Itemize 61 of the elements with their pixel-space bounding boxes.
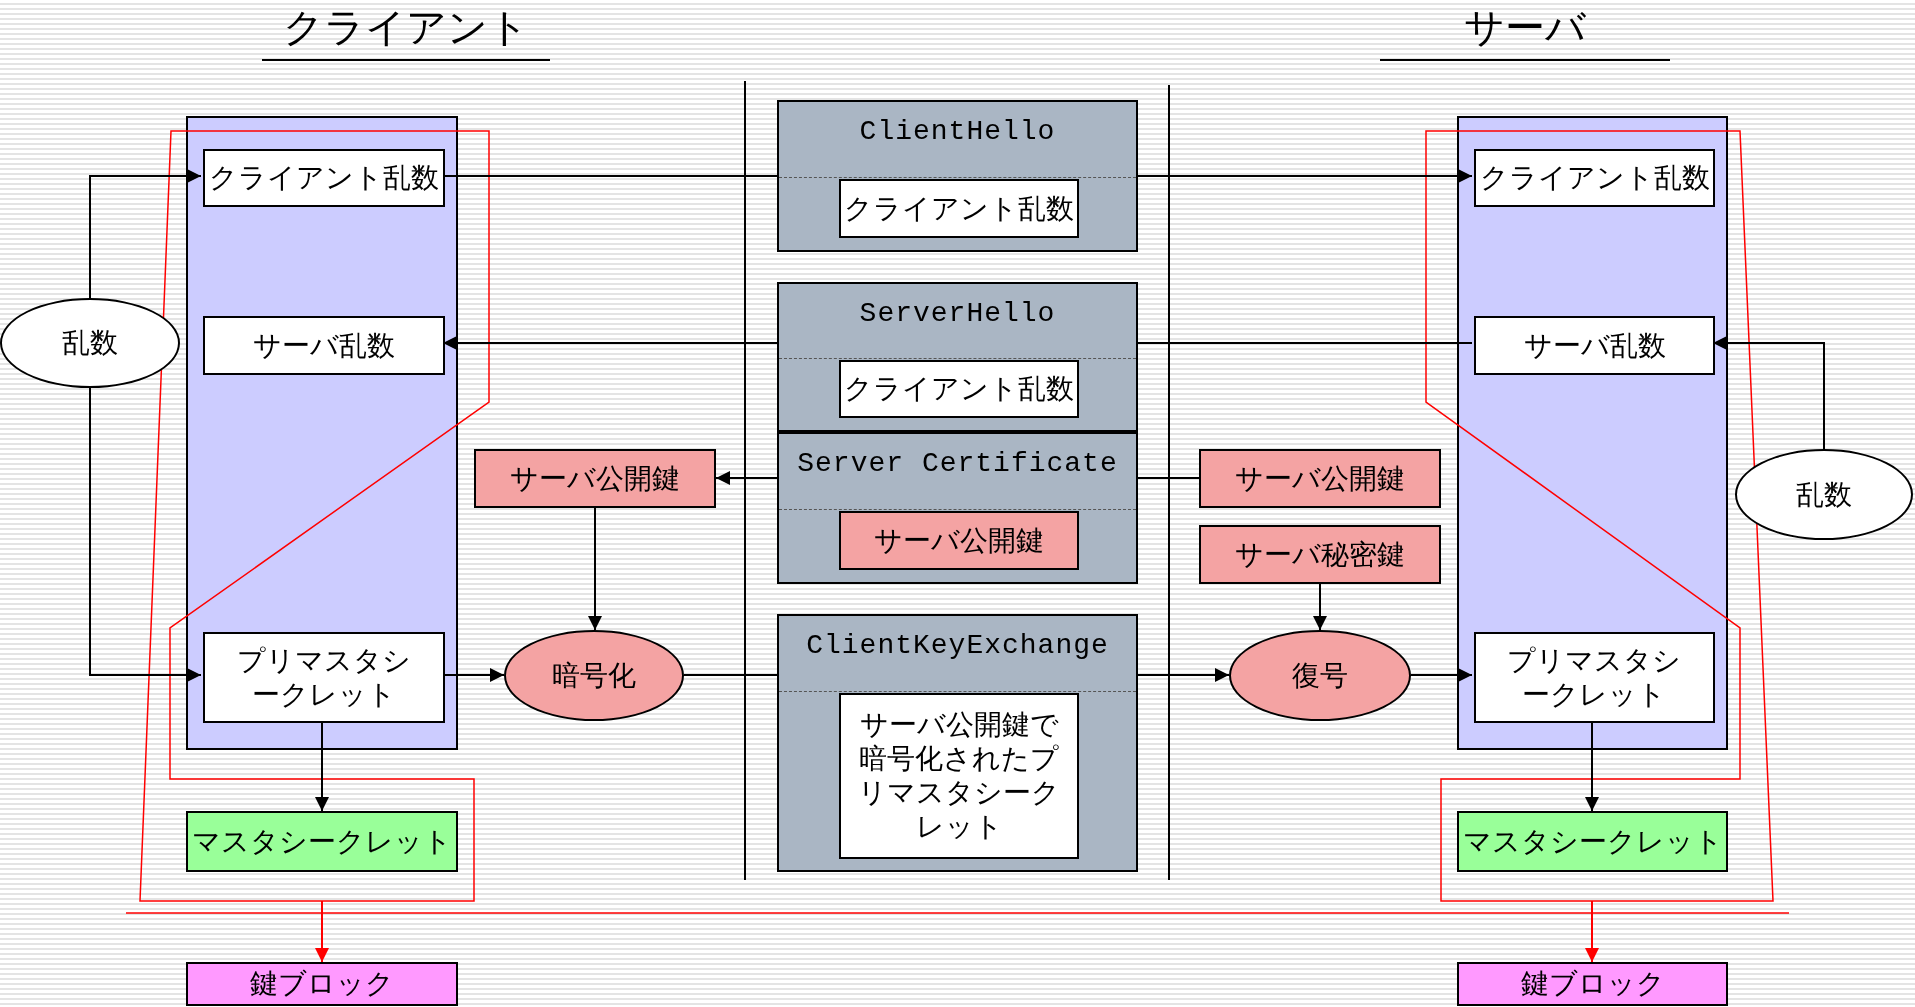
data-box (1474, 149, 1715, 207)
message-panel (777, 614, 1138, 872)
box-label: 鍵ブロック (1520, 967, 1665, 1001)
ellipse-node (0, 298, 180, 388)
message-title: Server Certificate (796, 448, 1119, 479)
data-box (839, 179, 1079, 238)
arrow (1313, 583, 1327, 631)
key-box (474, 449, 716, 508)
message-title: ClientKeyExchange (805, 630, 1110, 661)
box-label: サーバ公開鍵 (1235, 461, 1405, 496)
box-label: サーバ乱数 (253, 328, 395, 363)
box-label: サーバ乱数 (1523, 328, 1666, 363)
message-panel (777, 432, 1138, 584)
arrow (715, 471, 778, 485)
box-label: 乱数 (62, 326, 118, 360)
arrow (1137, 169, 1473, 183)
box-label: クライアント乱数 (1479, 161, 1710, 195)
result-box (1457, 811, 1728, 872)
key-box (1199, 525, 1441, 584)
arrow (89, 387, 202, 682)
result-box (1457, 962, 1728, 1006)
key-box (1199, 449, 1441, 508)
box-label: 乱数 (1796, 477, 1852, 512)
result-box (186, 962, 458, 1006)
box-label: マスタシークレット (1462, 824, 1723, 859)
data-box (1474, 316, 1715, 375)
data-box (839, 693, 1079, 859)
box-label: クライアント乱数 (209, 161, 439, 195)
arrow (588, 507, 602, 631)
column-heading: サーバ (1380, 0, 1670, 61)
box-label: サーバ秘密鍵 (1235, 537, 1405, 572)
box-label: サーバ公開鍵 (874, 523, 1044, 558)
lane-panel (1457, 116, 1728, 750)
arrow (89, 169, 202, 299)
arrow (315, 900, 329, 963)
lane-panel (186, 116, 458, 750)
message-title: ServerHello (858, 298, 1057, 329)
arrow (1137, 668, 1230, 682)
column-heading: クライアント (262, 0, 550, 61)
box-label: サーバ公開鍵で暗号化されたプリマスタシークレット (857, 708, 1061, 844)
data-box (1474, 632, 1715, 723)
result-box (186, 811, 458, 872)
box-label: マスタシークレット (192, 824, 452, 859)
arrow (1585, 900, 1599, 963)
box-label: プリマスタシークレット (236, 643, 412, 712)
box-label: プリマスタシークレット (1506, 643, 1683, 712)
key-box (839, 511, 1079, 570)
box-label: クライアント乱数 (844, 372, 1074, 406)
data-box (203, 149, 445, 207)
message-title: ClientHello (858, 116, 1057, 147)
message-panel (777, 100, 1138, 252)
box-label: クライアント乱数 (844, 191, 1074, 226)
message-panel (777, 282, 1138, 432)
box-label: 暗号化 (552, 658, 636, 693)
data-box (203, 632, 445, 723)
box-label: 復号 (1292, 658, 1348, 693)
data-box (839, 360, 1079, 418)
box-label: 鍵ブロック (250, 967, 394, 1001)
arrow (1410, 668, 1473, 682)
box-label: サーバ公開鍵 (510, 461, 680, 496)
data-box (203, 316, 445, 375)
